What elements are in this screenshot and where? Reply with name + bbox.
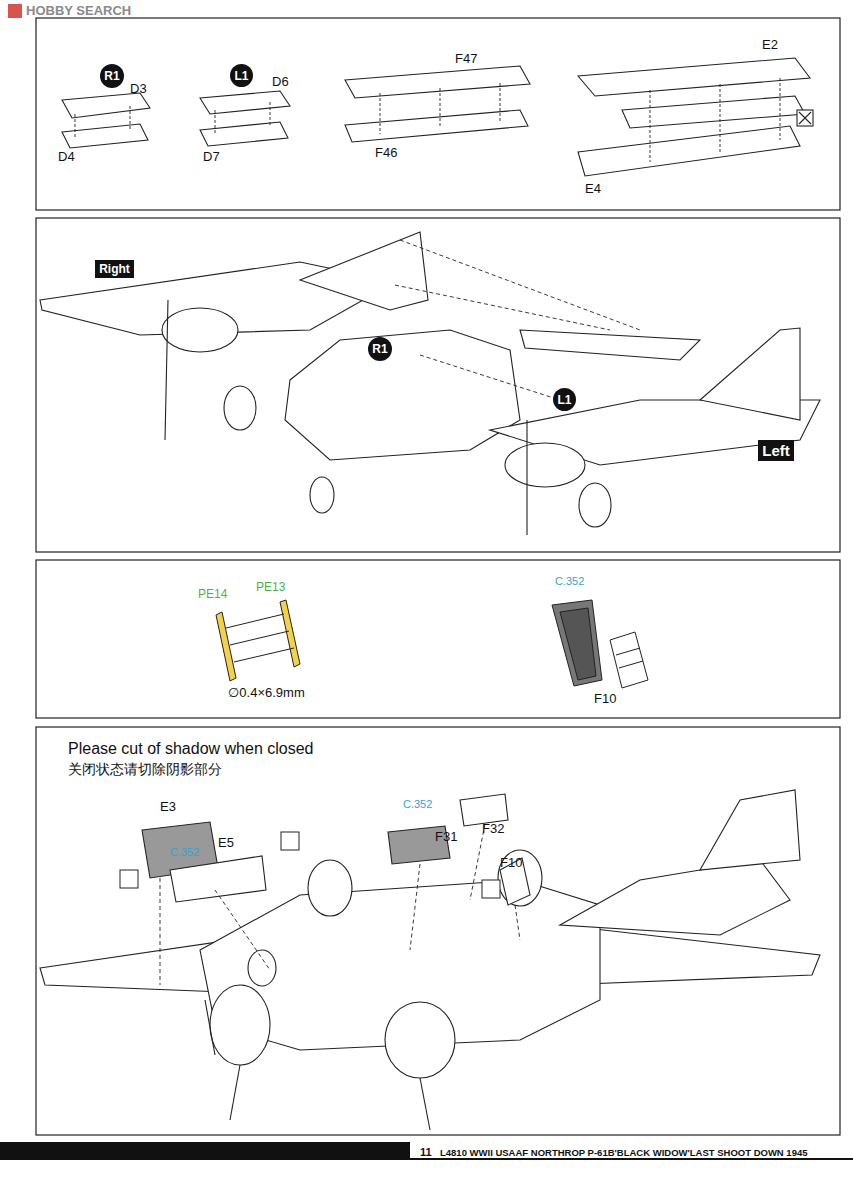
watermark: HOBBY SEARCH	[26, 4, 131, 18]
step-badge: R1	[100, 64, 124, 88]
part-label: F10	[500, 856, 522, 870]
footer-text: L4810 WWII USAAF NORTHROP P-61B'BLACK WI…	[440, 1148, 807, 1158]
node-text: R1	[372, 342, 387, 356]
side-tag: Left	[758, 440, 794, 461]
node-text: Left	[762, 442, 790, 459]
part-label: C.352	[555, 575, 584, 587]
node-text: Right	[99, 262, 130, 276]
note-text: Please cut of shadow when closed	[68, 740, 313, 758]
note-text: 关闭状态请切除阴影部分	[68, 762, 222, 777]
part-label: F31	[435, 830, 457, 844]
part-label: C.352	[403, 798, 432, 810]
node-text: L1	[557, 393, 571, 407]
part-label: E5	[218, 836, 234, 850]
part-label: ∅0.4×6.9mm	[228, 686, 305, 700]
part-label: E2	[762, 38, 778, 52]
part-label: C.352	[170, 846, 199, 858]
side-tag: Right	[95, 260, 134, 278]
part-label: D6	[272, 75, 289, 89]
part-label: D4	[58, 150, 75, 164]
part-label: PE13	[256, 581, 285, 594]
footer-text: 11	[420, 1146, 432, 1158]
part-label: D7	[203, 150, 220, 164]
part-label: F47	[455, 52, 477, 66]
part-label: E4	[585, 182, 601, 196]
part-label: F10	[594, 692, 616, 706]
part-label: F46	[375, 146, 397, 160]
part-label: E3	[160, 800, 176, 814]
part-label: D3	[130, 82, 147, 96]
node-text: L1	[234, 69, 248, 83]
part-label: PE14	[198, 588, 227, 601]
node-text: R1	[104, 69, 119, 83]
part-label: F32	[482, 822, 504, 836]
step-badge: L1	[553, 388, 576, 411]
step-badge: R1	[368, 337, 392, 361]
step-badge: L1	[230, 64, 253, 87]
